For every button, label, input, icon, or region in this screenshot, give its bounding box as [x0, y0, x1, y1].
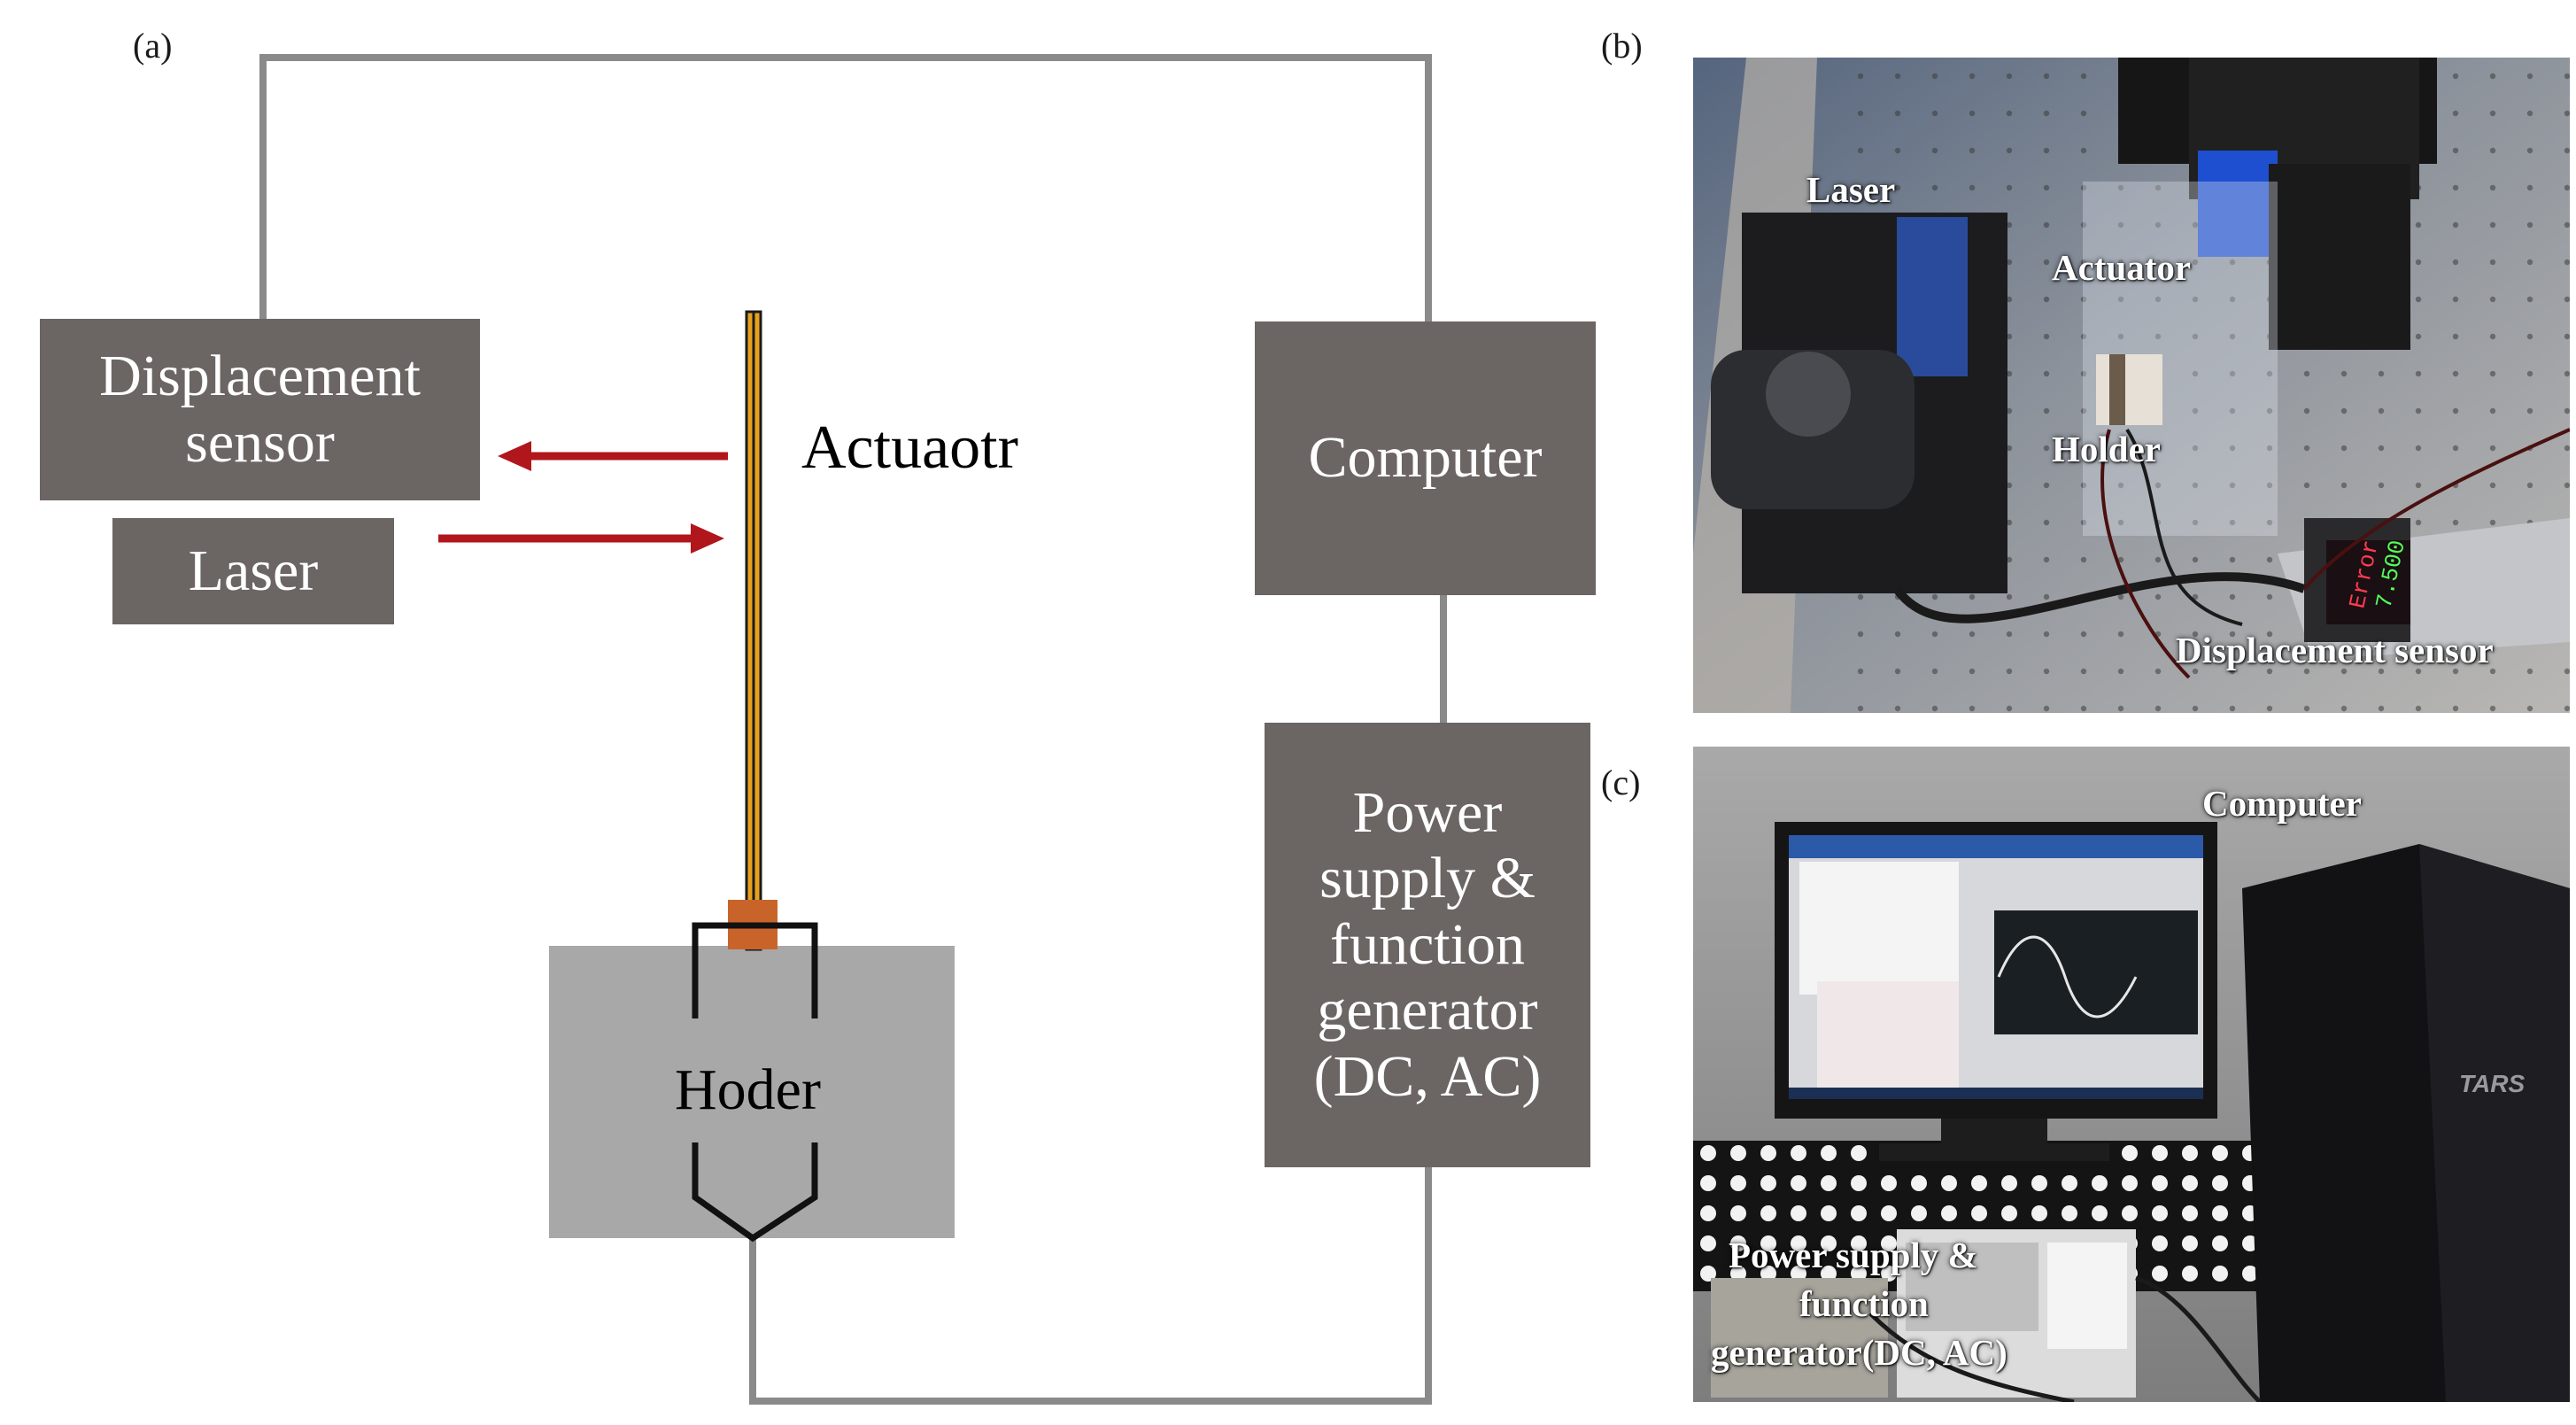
- holder-block: [549, 946, 955, 1238]
- laser-label: Laser: [188, 538, 319, 603]
- tower-brand: TARS: [2459, 1070, 2525, 1097]
- photo-b-holder-label: Holder: [2052, 429, 2161, 469]
- photo-b-scene: Error 7.500: [1693, 58, 2570, 713]
- wire-bottom: [749, 1167, 1432, 1405]
- photo-b-laser-label: Laser: [1806, 169, 1896, 210]
- arrow-reflect-head: [498, 441, 531, 471]
- arrow-emit-head: [691, 523, 724, 554]
- holder-label: Hoder: [675, 1057, 821, 1122]
- panel-label-b: (b): [1601, 26, 1643, 66]
- photo-c-power-supply-line2: function: [1799, 1283, 1929, 1324]
- actuator-label: Actuaotr: [801, 414, 1018, 482]
- panel-label-c: (c): [1601, 763, 1641, 802]
- wire-top: [259, 54, 1432, 321]
- photo-b-displacement-sensor-label: Displacement sensor: [2176, 630, 2494, 670]
- power-supply-label: Power supply & function generator (DC, A…: [1313, 779, 1542, 1109]
- computer-label: Computer: [1308, 425, 1543, 491]
- holder-bracket-bottom: [692, 1142, 818, 1243]
- power-supply-box: Power supply & function generator (DC, A…: [1265, 723, 1590, 1167]
- panel-label-a: (a): [133, 26, 173, 66]
- photo-c-computer-label: Computer: [2202, 783, 2362, 824]
- photo-c: TARS Computer Power supply & function ge…: [1693, 747, 2570, 1402]
- displacement-sensor-box: Displacement sensor: [40, 319, 480, 500]
- displacement-sensor-label: Displacement sensor: [99, 343, 421, 475]
- photo-c-power-supply-line3: generator(DC, AC): [1711, 1332, 2007, 1373]
- photo-c-power-supply-line1: Power supply &: [1729, 1235, 1978, 1275]
- holder-bracket-top: [692, 922, 818, 1018]
- computer-box: Computer: [1255, 321, 1596, 595]
- photo-b: Error 7.500 Laser Actuator Holder Displa…: [1693, 58, 2570, 713]
- photo-b-actuator-label: Actuator: [2052, 247, 2192, 288]
- laser-box: Laser: [112, 518, 394, 624]
- photo-c-scene: TARS: [1693, 747, 2570, 1402]
